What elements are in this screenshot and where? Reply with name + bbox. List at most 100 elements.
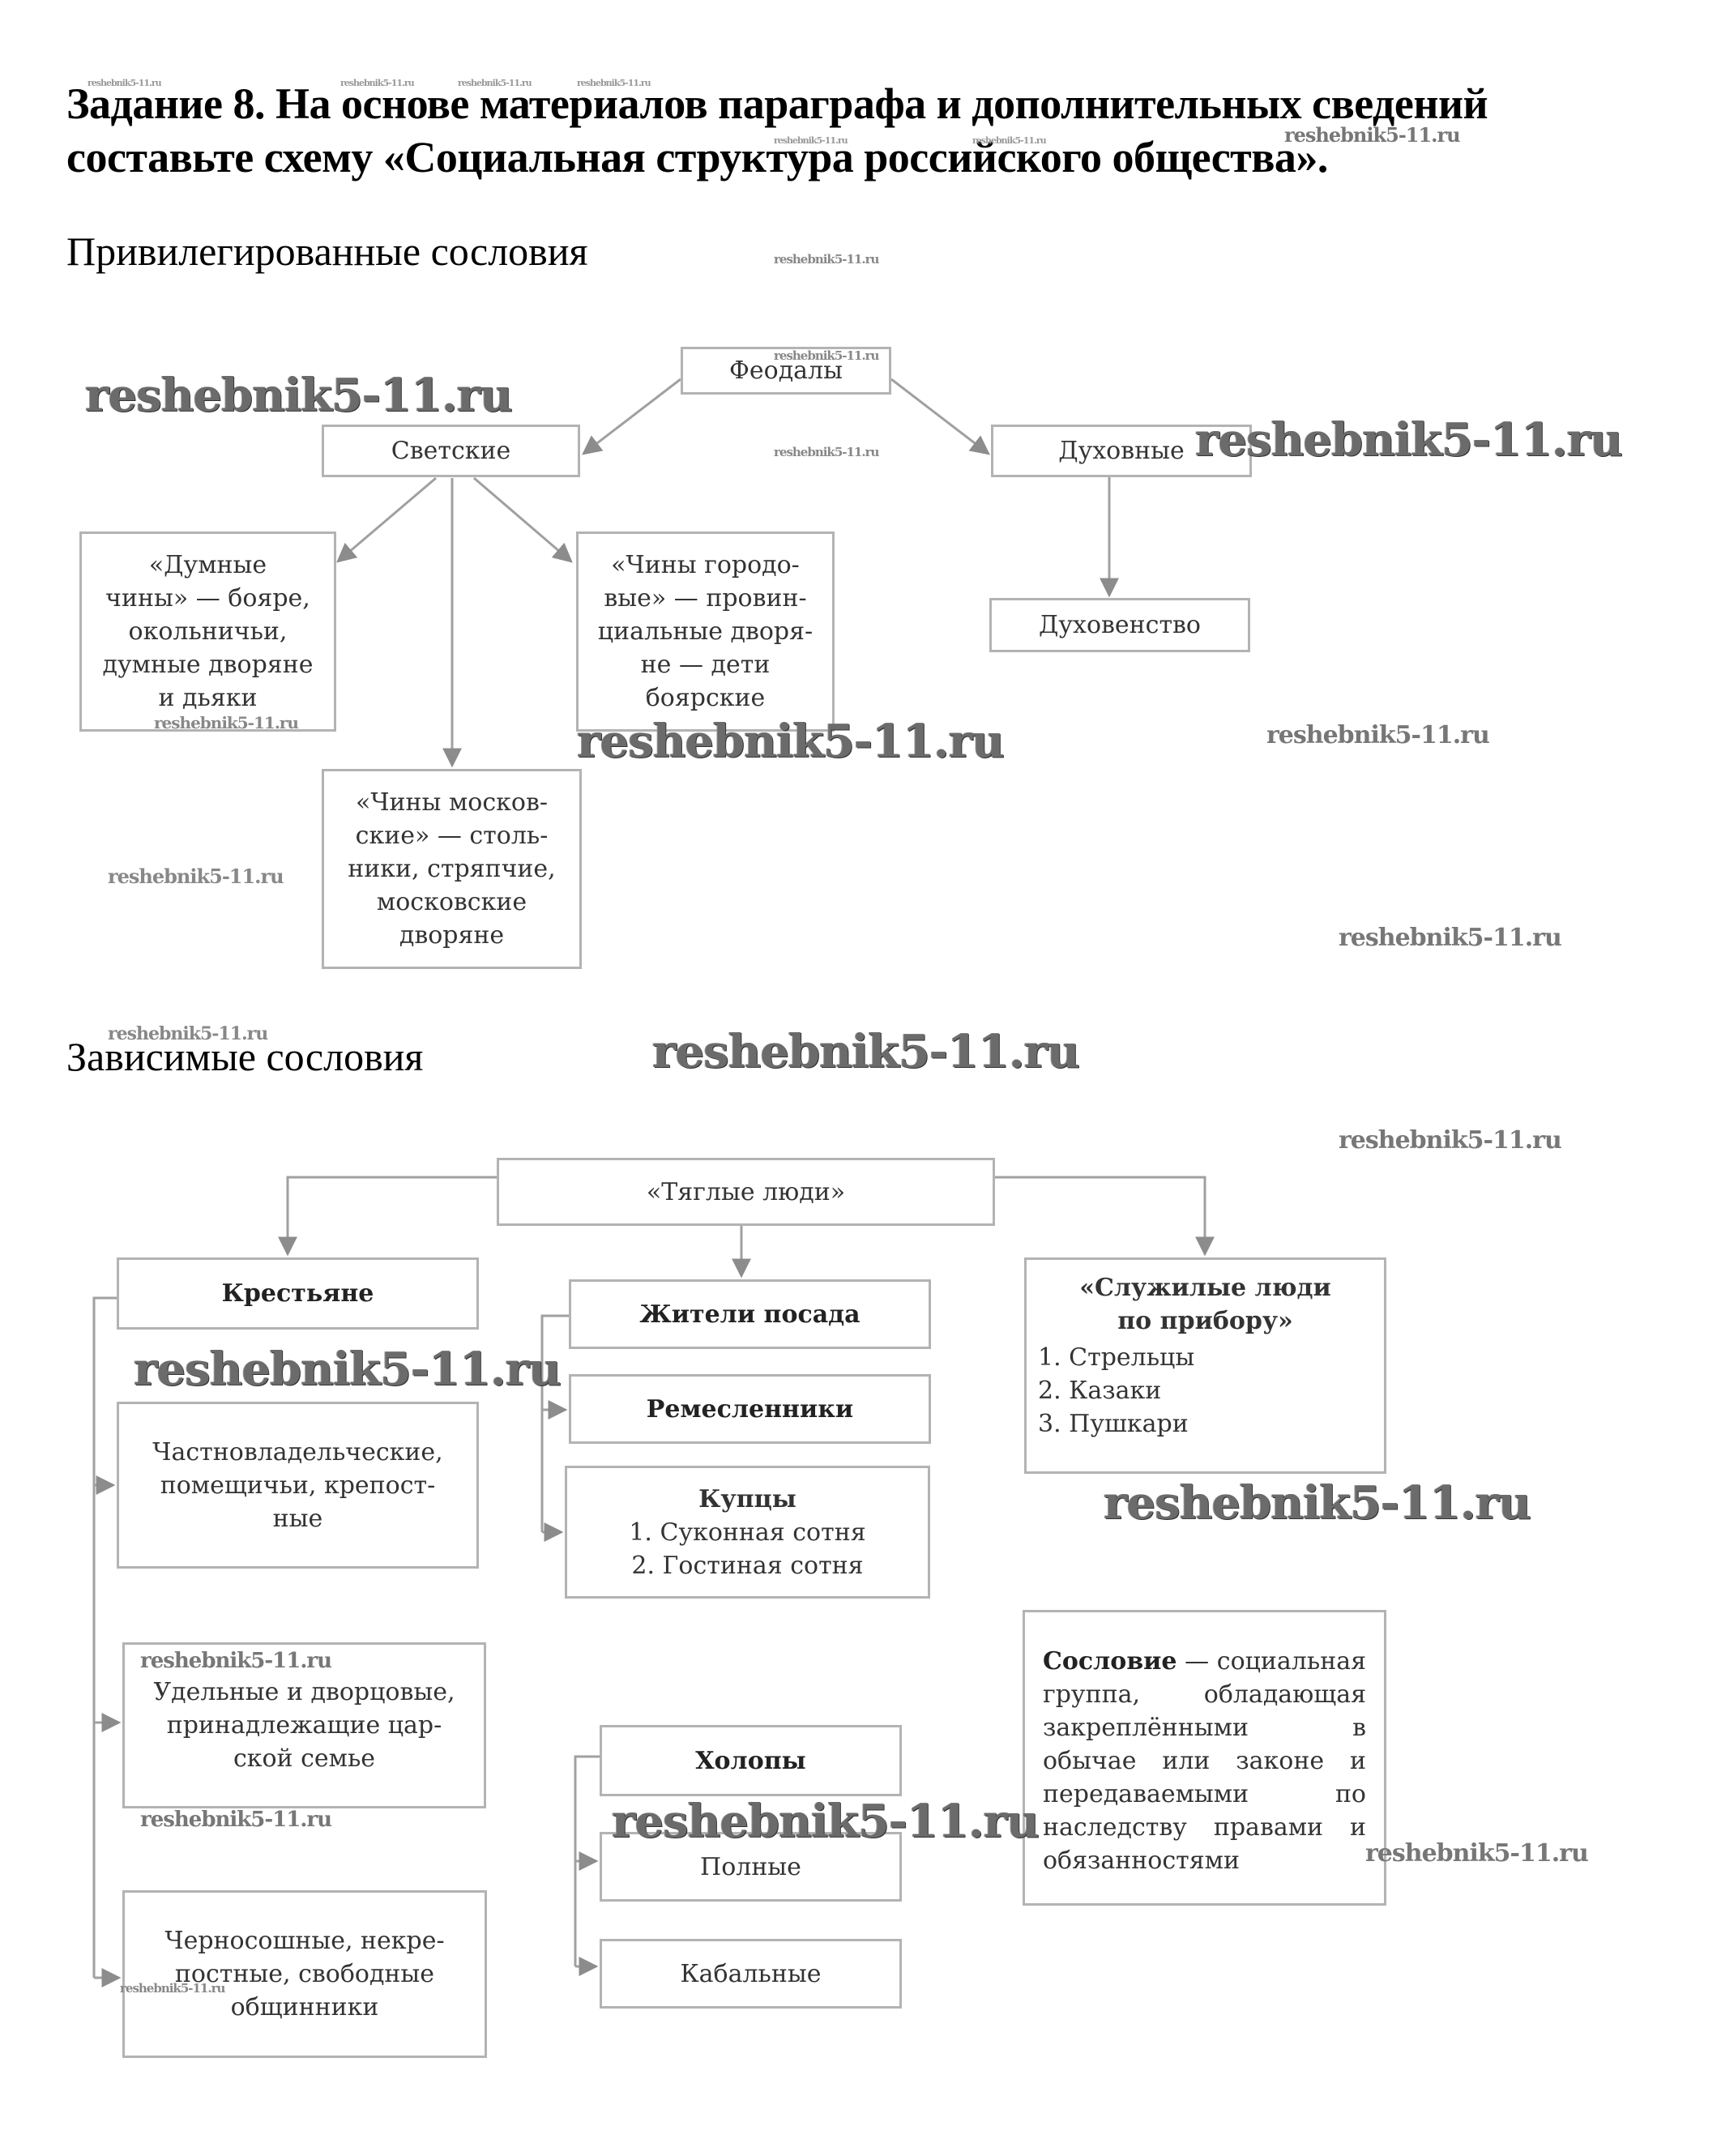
box-moscow-ranks: «Чины москов- ские» — столь- ники, стряп…: [322, 769, 582, 969]
box-craftsmen-label: Ремесленники: [646, 1394, 854, 1424]
watermark: reshebnik5-11.ru: [774, 252, 879, 267]
text-line: московские: [376, 888, 527, 916]
watermark: reshebnik5-11.ru: [154, 713, 299, 732]
watermark: reshebnik5-11.ru: [1266, 721, 1490, 749]
text-line: ской семье: [233, 1744, 376, 1773]
text-line: и дьяки: [158, 684, 258, 712]
list-item: 2. Гостиная сотня: [631, 1551, 864, 1580]
box-duma-ranks: «Думные чины» — бояре, окольничьи, думны…: [79, 532, 336, 732]
list-item: 1. Суконная сотня: [629, 1518, 866, 1547]
box-tyaglye-label: «Тяглые люди»: [646, 1177, 846, 1206]
text-line: думные дворяне: [102, 651, 314, 679]
dependent-heading: Зависимые сословия: [66, 1034, 424, 1079]
text-line: Удельные и дворцовые,: [153, 1678, 455, 1706]
text-line: дворяне: [399, 921, 505, 950]
box-serfs-full: Полные: [600, 1832, 902, 1902]
watermark: reshebnik5-11.ru: [1365, 1839, 1589, 1868]
task-title: Задание 8. На основе материалов параграф…: [66, 77, 1687, 184]
watermark: reshebnik5-11.ru: [120, 1981, 225, 1996]
text-line: чины» — бояре,: [105, 584, 310, 613]
watermark: reshebnik5-11.ru: [612, 1795, 1040, 1848]
box-peasants-crown: Удельные и дворцовые, принадлежащие цар-…: [122, 1642, 486, 1808]
arrow-tyaglye-peasants: [278, 1176, 497, 1257]
box-clergy-label: Духовенство: [1038, 611, 1201, 639]
box-peasants-free: Черносошные, некре- постные, свободные о…: [122, 1890, 487, 2058]
text-line: циальные дворя-: [597, 617, 814, 646]
box-serfs-bonded: Кабальные: [600, 1939, 902, 2009]
service-title: по прибору»: [1117, 1307, 1293, 1335]
list-item: 3. Пушкари: [1038, 1410, 1189, 1438]
watermark: reshebnik5-11.ru: [140, 1808, 332, 1832]
watermark: reshebnik5-11.ru: [577, 78, 651, 88]
watermark: reshebnik5-11.ru: [108, 1023, 268, 1044]
text-line: окольничьи,: [128, 617, 288, 646]
box-peasants-label: Крестьяне: [221, 1279, 374, 1308]
definition-dash: —: [1177, 1647, 1217, 1676]
list-item: 1. Стрельцы: [1038, 1343, 1195, 1372]
definition-text: социальная группа, обладающая закреплённ…: [1043, 1647, 1366, 1875]
box-city-ranks: «Чины городо- вые» — провин- циальные дв…: [576, 532, 835, 732]
privileged-heading: Привилегированные сословия: [66, 228, 588, 274]
watermark: reshebnik5-11.ru: [340, 78, 415, 88]
box-merchants: Купцы 1. Суконная сотня 2. Гостиная сотн…: [565, 1466, 930, 1599]
box-posad-label: Жители посада: [639, 1300, 860, 1329]
box-serfs-bonded-label: Кабальные: [680, 1959, 822, 1988]
box-serfs-label: Холопы: [695, 1746, 806, 1775]
text-line: «Чины городо-: [611, 551, 800, 579]
box-feudals-label: Феодалы: [728, 356, 843, 385]
text-line: «Чины москов-: [356, 788, 548, 817]
watermark: reshebnik5-11.ru: [1195, 413, 1623, 467]
text-line: ники, стряпчие,: [348, 855, 556, 883]
definition-term: Сословие: [1043, 1647, 1177, 1676]
box-clergy: Духовенство: [989, 598, 1250, 652]
box-tyaglye: «Тяглые люди»: [497, 1158, 995, 1226]
box-secular-label: Светские: [391, 437, 511, 465]
arrow-secular-city: [473, 476, 573, 563]
watermark: reshebnik5-11.ru: [140, 1649, 332, 1673]
text-line: помещичьи, крепост-: [160, 1471, 436, 1500]
list-item: 2. Казаки: [1038, 1377, 1162, 1405]
posad-bracket: [540, 1314, 569, 1532]
task-title-line-2: составьте схему «Социальная структура ро…: [66, 133, 1328, 181]
service-list: 1. Стрельцы 2. Казаки 3. Пушкари: [1038, 1341, 1194, 1441]
text-line: общинники: [230, 1993, 379, 2022]
watermark: reshebnik5-11.ru: [1284, 123, 1461, 147]
watermark: reshebnik5-11.ru: [85, 369, 513, 422]
peasants-bracket: [92, 1296, 117, 1978]
watermark: reshebnik5-11.ru: [1339, 924, 1562, 952]
watermark: reshebnik5-11.ru: [774, 445, 879, 459]
task-title-line-1: Задание 8. На основе материалов параграф…: [66, 79, 1488, 128]
watermark: reshebnik5-11.ru: [1339, 1126, 1562, 1155]
text-line: ские» — столь-: [355, 822, 549, 850]
arrow-feudals-secular: [582, 378, 681, 455]
text-line: боярские: [645, 684, 766, 712]
box-feudals: Феодалы: [681, 347, 891, 395]
box-spiritual: Духовные: [991, 425, 1252, 477]
arrow-feudals-spiritual: [890, 378, 990, 455]
text-line: вые» — провин-: [604, 584, 807, 613]
text-line: постные, свободные: [174, 1960, 435, 1988]
watermark: reshebnik5-11.ru: [458, 78, 532, 88]
watermark: reshebnik5-11.ru: [972, 135, 1047, 146]
watermark: reshebnik5-11.ru: [88, 78, 162, 88]
merchants-title: Купцы: [698, 1484, 796, 1513]
watermark: reshebnik5-11.ru: [774, 135, 848, 146]
box-spiritual-label: Духовные: [1058, 437, 1185, 465]
box-serfs-full-label: Полные: [700, 1852, 801, 1881]
box-definition: Сословие — социальная группа, обладающая…: [1023, 1610, 1386, 1906]
box-secular: Светские: [322, 425, 580, 477]
serfs-bracket: [574, 1755, 600, 1966]
text-line: не — дети: [640, 651, 771, 679]
box-peasants-private: Частновладельческие, помещичьи, крепост-…: [117, 1402, 479, 1569]
text-line: Частновладельческие,: [152, 1437, 443, 1467]
text-line: принадлежащие цар-: [166, 1711, 442, 1740]
service-title: «Служилые люди: [1079, 1274, 1331, 1302]
text-line: «Думные: [148, 551, 267, 579]
box-craftsmen: Ремесленники: [569, 1374, 931, 1444]
watermark: reshebnik5-11.ru: [1104, 1476, 1531, 1530]
box-peasants: Крестьяне: [117, 1257, 479, 1330]
arrow-secular-duma: [336, 476, 437, 563]
box-service-people: «Служилые люди по прибору» 1. Стрельцы 2…: [1024, 1257, 1386, 1474]
box-posad: Жители посада: [569, 1279, 931, 1349]
